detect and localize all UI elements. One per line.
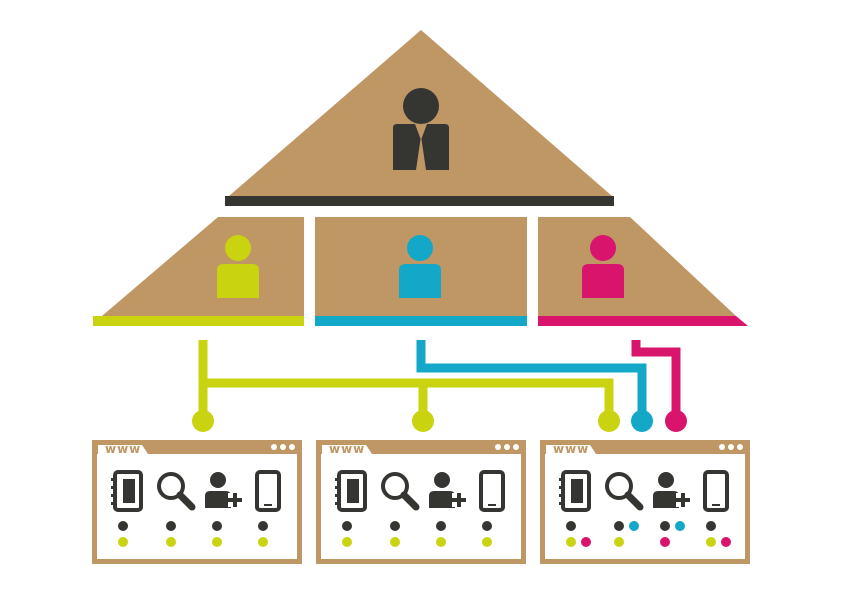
group-person-icon-cyan bbox=[399, 235, 441, 298]
permission-dot-lime bbox=[166, 537, 176, 547]
browser-window: www bbox=[316, 440, 526, 564]
group-person-icon-magenta bbox=[582, 235, 624, 298]
address-book-icon bbox=[111, 470, 143, 512]
group-bar-magenta bbox=[538, 316, 748, 326]
add-user-icon bbox=[205, 472, 242, 508]
window-control-dot bbox=[504, 444, 510, 450]
address-text: www bbox=[329, 442, 365, 456]
permission-dot-lime bbox=[706, 537, 716, 547]
permission-dot-lime bbox=[614, 537, 624, 547]
browser-window: www bbox=[92, 440, 302, 564]
add-user-icon bbox=[429, 472, 466, 508]
permission-dot-dark bbox=[166, 521, 176, 531]
address-book-icon bbox=[559, 470, 591, 512]
permission-dot-dark bbox=[614, 521, 624, 531]
address-tab bbox=[546, 445, 596, 454]
permission-dot-dark bbox=[342, 521, 352, 531]
permission-dot-dark bbox=[660, 521, 670, 531]
search-icon bbox=[381, 472, 420, 511]
permission-dot-cyan bbox=[629, 521, 639, 531]
group-bar-cyan bbox=[315, 316, 527, 326]
mobile-phone-icon bbox=[703, 470, 729, 512]
permission-dot-cyan bbox=[675, 521, 685, 531]
permission-dot-dark bbox=[212, 521, 222, 531]
connector-lime bbox=[198, 340, 614, 421]
permission-dot-magenta bbox=[721, 537, 731, 547]
address-book-icon bbox=[335, 470, 367, 512]
permission-dot-dark bbox=[118, 521, 128, 531]
window-control-dot bbox=[728, 444, 734, 450]
address-text: www bbox=[105, 442, 141, 456]
mobile-phone-icon bbox=[479, 470, 505, 512]
connector-magenta bbox=[631, 340, 681, 421]
permission-dot-magenta bbox=[660, 537, 670, 547]
connector-cyan bbox=[416, 340, 647, 421]
connectors bbox=[198, 340, 681, 421]
browser-windows: www www www bbox=[92, 440, 750, 564]
address-tab bbox=[322, 445, 372, 454]
permission-dot-dark bbox=[390, 521, 400, 531]
permission-dot-lime bbox=[436, 537, 446, 547]
window-control-dot bbox=[280, 444, 286, 450]
manager-person-icon bbox=[393, 88, 449, 170]
window-control-dot bbox=[495, 444, 501, 450]
permission-dot-lime bbox=[118, 537, 128, 547]
permission-dot-dark bbox=[706, 521, 716, 531]
permission-dot-dark bbox=[482, 521, 492, 531]
group-person-icon-lime bbox=[217, 235, 259, 298]
mobile-phone-icon bbox=[255, 470, 281, 512]
address-text: www bbox=[553, 442, 589, 456]
connector-endpoints bbox=[192, 410, 687, 432]
permission-dot-lime bbox=[258, 537, 268, 547]
address-tab bbox=[98, 445, 148, 454]
search-icon bbox=[605, 472, 644, 511]
add-user-icon bbox=[653, 472, 690, 508]
permission-dot-lime bbox=[482, 537, 492, 547]
window-control-dot bbox=[513, 444, 519, 450]
permission-dot-magenta bbox=[581, 537, 591, 547]
permission-dot-lime bbox=[390, 537, 400, 547]
permission-dot-lime bbox=[212, 537, 222, 547]
window-control-dot bbox=[737, 444, 743, 450]
browser-window: www bbox=[540, 440, 750, 564]
middle-tier bbox=[93, 217, 748, 326]
permission-dot-lime bbox=[342, 537, 352, 547]
window-control-dot bbox=[719, 444, 725, 450]
search-icon bbox=[157, 472, 196, 511]
permission-dot-dark bbox=[436, 521, 446, 531]
permission-dot-dark bbox=[258, 521, 268, 531]
top-level-triangle bbox=[225, 30, 614, 206]
window-control-dot bbox=[271, 444, 277, 450]
permission-dot-lime bbox=[566, 537, 576, 547]
group-bar-lime bbox=[93, 316, 304, 326]
window-control-dot bbox=[289, 444, 295, 450]
permission-dot-dark bbox=[566, 521, 576, 531]
